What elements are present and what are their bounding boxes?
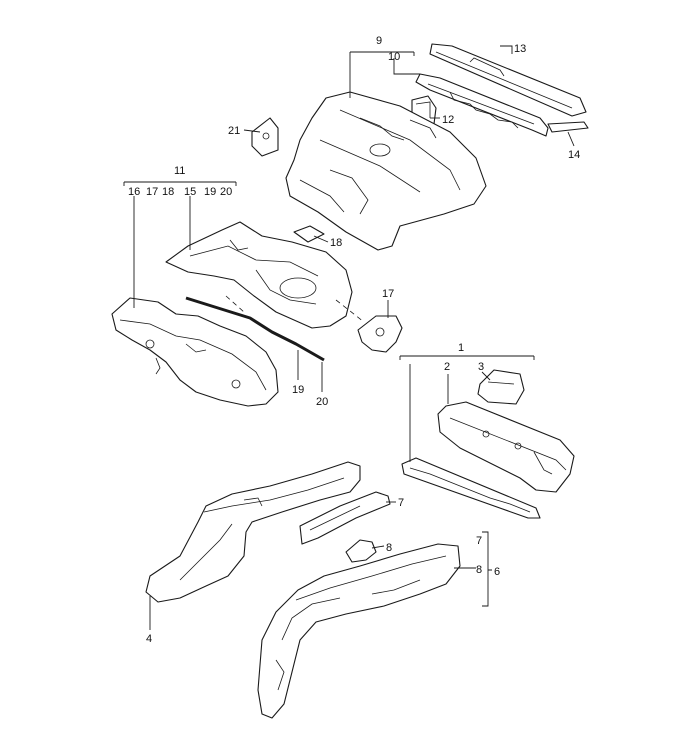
callout-13: 13 <box>514 43 526 55</box>
assembly-line-16 <box>225 295 245 313</box>
callout-10: 10 <box>388 51 400 63</box>
callout-19: 19 <box>292 384 304 396</box>
callout-8-upper: 8 <box>386 542 392 554</box>
part-18-plate <box>293 225 325 243</box>
leader-18 <box>313 235 329 243</box>
leader-6-bracket <box>482 531 492 607</box>
callout-15: 15 <box>184 186 196 198</box>
part-4-wheel-arch-member <box>145 461 361 603</box>
callout-21: 21 <box>228 125 240 137</box>
callout-12: 12 <box>442 114 454 126</box>
leader-14 <box>567 131 575 147</box>
leader-13 <box>500 45 513 54</box>
callout-3: 3 <box>478 361 484 373</box>
part-2-cross-panel <box>437 401 575 493</box>
callout-8-lower: 8 <box>476 564 482 576</box>
part-13-rear-cross-beam <box>429 43 587 117</box>
leader-21 <box>243 129 261 133</box>
leader-1-bracket <box>399 355 535 360</box>
callout-18: 18 <box>330 237 342 249</box>
part-16-side-member <box>111 297 279 407</box>
leader-10 <box>393 58 420 75</box>
part-17-bracket <box>357 315 403 353</box>
leader-8a <box>371 545 385 549</box>
part-19-rod <box>185 296 325 362</box>
callout-20-top: 20 <box>220 186 232 198</box>
part-6-wheel-arch-assembly <box>257 543 461 719</box>
part-15-center-floor-panel <box>165 221 353 329</box>
part-14-bracket <box>547 121 589 133</box>
callout-1: 1 <box>458 342 464 354</box>
part-10-lower-cross-member <box>415 73 549 137</box>
part-1-lower-strip <box>401 457 541 519</box>
callout-2: 2 <box>444 361 450 373</box>
part-7-plate <box>299 491 391 545</box>
assembly-line-17 <box>335 299 365 323</box>
part-21-bracket <box>251 117 279 157</box>
part-8-clip <box>345 539 377 563</box>
part-3-bracket <box>477 369 525 405</box>
leader-3 <box>481 371 491 381</box>
callout-17: 17 <box>382 288 394 300</box>
callout-20: 20 <box>316 396 328 408</box>
callout-11: 11 <box>174 165 185 177</box>
leader-9-bracket <box>349 51 415 56</box>
callout-19-top: 19 <box>204 186 216 198</box>
callout-4: 4 <box>146 633 152 645</box>
callout-7-lower: 7 <box>476 535 482 547</box>
callout-6: 6 <box>494 566 500 578</box>
leader-11-bracket <box>123 181 237 186</box>
callout-17-top: 17 <box>146 186 158 198</box>
callout-16: 16 <box>128 186 140 198</box>
part-9-rear-floor-panel <box>285 91 487 251</box>
callout-7-upper: 7 <box>398 497 404 509</box>
callout-18-top: 18 <box>162 186 174 198</box>
callout-14: 14 <box>568 149 580 161</box>
callout-9: 9 <box>376 35 382 47</box>
